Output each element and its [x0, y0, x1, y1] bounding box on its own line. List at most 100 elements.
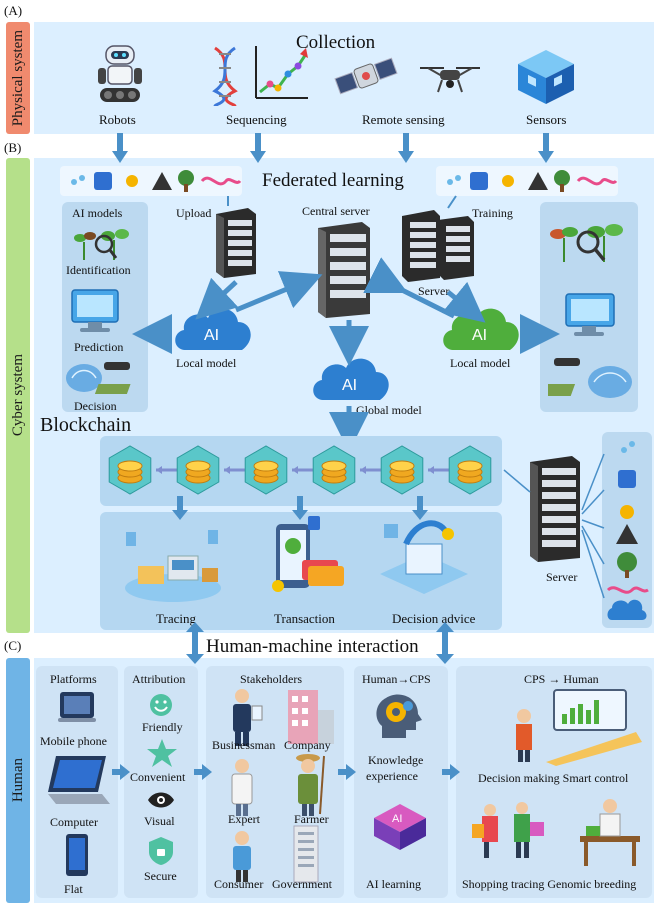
identification-label: Identification	[66, 263, 131, 277]
secure-shield-icon	[148, 836, 174, 866]
section-b-mark: (B)	[4, 140, 22, 155]
platforms-title: Platforms	[50, 672, 97, 686]
blockchain-server-icon	[526, 454, 584, 564]
convenient-label: Convenient	[130, 770, 186, 784]
stakeholders-box	[206, 666, 344, 898]
plant-magnifier-icon	[74, 222, 136, 262]
hmi-title: Human-machine interaction	[206, 636, 419, 657]
decision-brain-icon	[64, 358, 144, 398]
central-server-label: Central server	[302, 204, 370, 218]
robot-icon	[92, 42, 148, 108]
hmi-arrow-left	[186, 622, 204, 664]
blockchain-block	[176, 445, 220, 495]
secure-label: Secure	[144, 869, 177, 883]
blockchain-block	[312, 445, 356, 495]
blockchain-link-arrowhead	[224, 466, 230, 474]
flat-tablet-icon	[64, 832, 90, 878]
knowledge-head-icon	[372, 690, 426, 742]
blockchain-link-arrowhead	[156, 466, 162, 474]
sensors-label: Sensors	[526, 112, 567, 127]
prediction-label: Prediction	[74, 340, 124, 354]
government-label: Government	[272, 877, 332, 891]
growth-chart-icon	[250, 44, 310, 104]
arrow-robots-down	[112, 133, 128, 163]
stakeholders-title: Stakeholders	[240, 672, 302, 686]
plant-magnifier-icon-right	[550, 214, 630, 264]
training-server-icon	[400, 206, 476, 284]
shopping-breeding-icon	[470, 796, 646, 872]
attribution-title: Attribution	[132, 672, 186, 686]
blockchain-block	[108, 445, 152, 495]
upload-label: Upload	[176, 206, 212, 220]
transaction-phone-icon	[264, 516, 348, 600]
farmer-label: Farmer	[294, 812, 329, 826]
arrow-sensors-down	[538, 133, 554, 163]
svg-text:AI: AI	[472, 327, 487, 344]
experience-label: experience	[366, 769, 418, 783]
sequencing-label: Sequencing	[226, 112, 287, 127]
section-c-mark: (C)	[4, 638, 22, 653]
ai-chip-icon: AI	[370, 798, 430, 860]
satellite-icon	[334, 54, 398, 98]
shopping-tracing-genomic-breeding-label: Shopping tracing Genomic breeding	[462, 877, 637, 891]
drone-icon	[414, 60, 486, 98]
svg-text:AI: AI	[342, 377, 357, 394]
knowledge-label: Knowledge	[368, 753, 424, 767]
sensor-chip-icon	[514, 46, 578, 110]
blockchain-block	[244, 445, 288, 495]
prediction-monitor-icon-right	[560, 290, 622, 340]
convenient-star-icon	[146, 738, 178, 768]
federated-learning-title: Federated learning	[262, 170, 404, 191]
server-label: Server	[418, 284, 450, 298]
computer-label: Computer	[50, 815, 98, 829]
global-model-cloud: AI	[308, 350, 394, 406]
remote-sensing-label: Remote sensing	[362, 112, 445, 127]
computer-icon	[46, 752, 112, 810]
decision-brain-icon-right	[548, 354, 636, 406]
blockchain-server-label: Server	[546, 570, 578, 584]
stakeholder-figures	[231, 689, 334, 883]
ai-learning-label: AI learning	[366, 877, 421, 891]
dna-icon	[210, 46, 240, 106]
cps-human-title: CPS → Human	[524, 672, 599, 686]
human-bar: Human	[6, 658, 30, 903]
expert-label: Expert	[228, 812, 260, 826]
decision-advice-icon	[376, 514, 472, 598]
smart-control-icon	[506, 686, 646, 766]
visual-label: Visual	[144, 814, 175, 828]
transaction-label: Transaction	[274, 611, 335, 626]
svg-text:AI: AI	[204, 327, 219, 344]
decision-advice-label: Decision advice	[392, 611, 476, 626]
visual-eye-icon	[146, 790, 176, 810]
cyber-system-bar: Cyber system	[6, 158, 30, 633]
server-connector-lines	[503, 453, 605, 599]
svg-text:AI: AI	[392, 813, 402, 825]
robots-label: Robots	[99, 112, 136, 127]
friendly-label: Friendly	[142, 720, 183, 734]
blockchain-link-arrowhead	[292, 466, 298, 474]
flat-label: Flat	[64, 882, 83, 896]
local-model-left-label: Local model	[176, 356, 237, 370]
blockchain-output-arrows	[172, 496, 428, 520]
mobile-phone-label: Mobile phone	[40, 734, 107, 748]
blockchain-chain	[108, 445, 492, 495]
blockchain-link-arrowhead	[360, 466, 366, 474]
local-model-right-label: Local model	[450, 356, 511, 370]
central-server-icon	[312, 220, 374, 318]
company-label: Company	[284, 738, 331, 752]
hmi-arrow-right	[436, 622, 454, 664]
tracing-icon	[118, 526, 228, 606]
human-cps-title: Human→CPS	[362, 672, 431, 686]
data-strip-right	[436, 166, 618, 196]
ai-models-title: AI models	[72, 206, 123, 220]
training-label: Training	[472, 206, 513, 220]
section-a-mark: (A)	[4, 3, 23, 18]
blockchain-title: Blockchain	[40, 414, 132, 436]
physical-system-bar: Physical system	[6, 22, 30, 134]
businessman-label: Businessman	[212, 738, 276, 752]
blockchain-block	[380, 445, 424, 495]
tracing-label: Tracing	[156, 611, 196, 626]
collection-title: Collection	[296, 32, 376, 53]
